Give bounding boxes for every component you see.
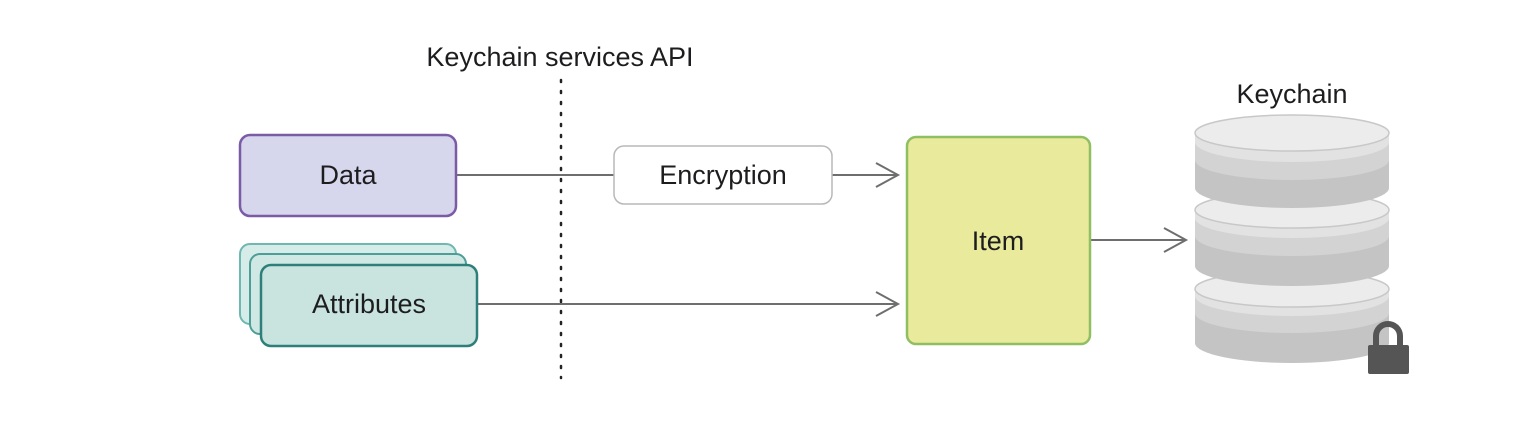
encryption-arrowhead xyxy=(875,162,901,188)
keychain-label: Keychain xyxy=(1236,79,1347,109)
item-box: Item xyxy=(905,135,1092,346)
lock-icon xyxy=(1368,321,1409,374)
keychain-arrowhead xyxy=(1163,227,1189,253)
data-box: Data xyxy=(238,133,458,218)
attributes-arrowhead xyxy=(875,291,901,317)
api-label: Keychain services API xyxy=(426,42,693,72)
attributes-label: Attributes xyxy=(312,289,426,319)
item-label: Item xyxy=(972,226,1025,256)
attributes-stack: Attributes xyxy=(239,243,479,348)
keychain-database-icon xyxy=(1194,114,1390,363)
encryption-box: Encryption xyxy=(613,145,833,205)
database-disk-top xyxy=(1194,114,1390,208)
attributes-card-front xyxy=(259,263,479,348)
encryption-label: Encryption xyxy=(659,160,787,190)
data-label: Data xyxy=(319,160,377,190)
